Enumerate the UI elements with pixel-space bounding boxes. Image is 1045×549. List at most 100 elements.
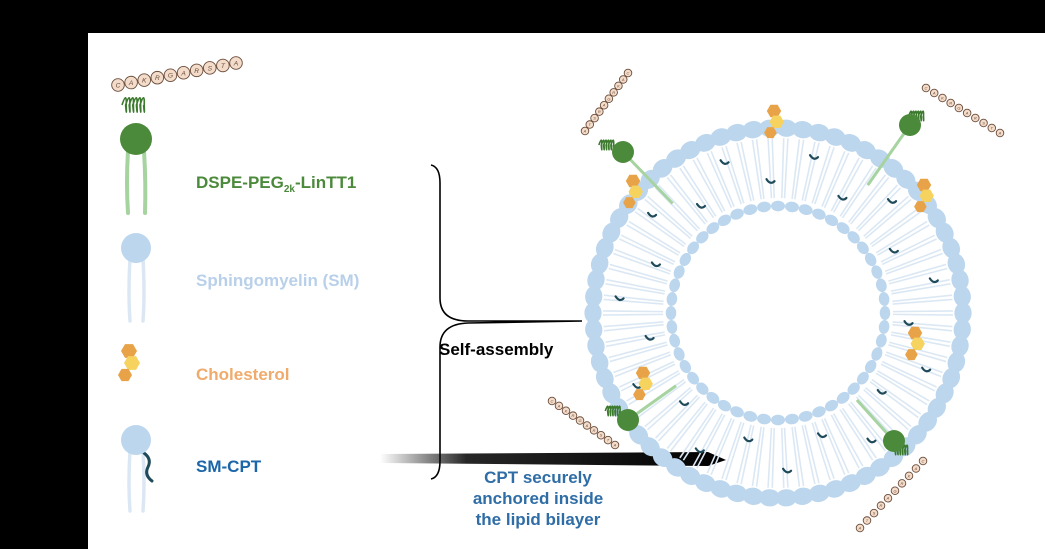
lipid-tail <box>783 427 789 488</box>
lipid-head <box>856 241 869 255</box>
lipid-tail <box>794 139 805 200</box>
peptide-residue: K <box>142 78 147 85</box>
lipid-tail <box>780 427 785 488</box>
lipid-tail <box>888 344 947 363</box>
lipid-tail <box>626 224 679 256</box>
lipid-head <box>856 371 869 385</box>
peptide-bead <box>876 501 886 510</box>
peptide-bead <box>911 464 921 473</box>
lipid-tail <box>850 176 890 225</box>
lipid-tail <box>658 396 701 442</box>
lipid-tail <box>603 310 664 313</box>
lipid-head <box>585 319 603 341</box>
lipid-head <box>710 128 732 146</box>
peptide-residue: A <box>914 466 918 471</box>
lipid-head <box>812 208 826 220</box>
lipid-tail <box>706 152 733 209</box>
lipid-tail <box>839 165 874 217</box>
lipid-head <box>775 489 797 507</box>
peptide-bead <box>137 73 151 87</box>
lipid-tail <box>791 139 801 199</box>
peptide-bead <box>575 416 585 425</box>
lipid-tail <box>814 421 835 480</box>
peptide-bead <box>176 66 191 80</box>
lipid-tail <box>885 351 943 374</box>
peptide-residue: R <box>974 116 977 121</box>
lipid-tail <box>794 426 805 487</box>
lipid-head <box>947 351 966 373</box>
lipid-head <box>706 391 720 404</box>
peptide-residue: A <box>621 77 625 82</box>
lipid-head <box>836 222 850 235</box>
lipid-head <box>717 399 732 412</box>
cholesterol-ring <box>633 389 646 401</box>
lipid-tail <box>141 257 146 323</box>
lipid-tail <box>682 165 717 217</box>
peptide-residue: R <box>194 68 199 75</box>
lipid-tail <box>614 248 672 273</box>
peptide-residue: A <box>613 443 617 448</box>
lipid-tail <box>710 150 735 208</box>
peptide-residue: C <box>116 83 121 90</box>
peptide-bead <box>946 98 955 108</box>
legend-label-sphingomyelin: Sphingomyelin (SM) <box>196 271 360 290</box>
cpt-molecule <box>743 436 754 443</box>
lipid-tail <box>823 417 850 474</box>
peptide-residue: A <box>998 131 1002 136</box>
lipid-tail <box>892 310 953 313</box>
lipid-tail <box>830 414 860 469</box>
lipid-head <box>812 406 826 418</box>
peptide-residue: C <box>925 86 928 91</box>
lipid-tail <box>621 150 674 205</box>
lipid-tail <box>888 263 947 282</box>
peptide-bead <box>599 100 609 110</box>
cpt-note-line: CPT securely <box>484 468 592 487</box>
lipid-tail <box>679 407 715 459</box>
lipid-tail <box>706 417 733 474</box>
peptide-residue: A <box>602 103 606 108</box>
lipid-tail <box>833 159 864 213</box>
lipid-tail <box>637 381 687 419</box>
lipid-tail <box>609 263 668 282</box>
lipid-head <box>771 200 785 212</box>
lipid-tail <box>864 387 912 428</box>
peptide-bead <box>568 411 578 420</box>
peg-coil <box>598 139 615 151</box>
lipid-head <box>864 359 877 374</box>
peptide-bead <box>929 88 939 98</box>
lipid-head <box>879 306 891 320</box>
cholesterol-ring <box>919 189 934 202</box>
peptide-bead <box>609 88 618 97</box>
peptide-residue: S <box>982 121 985 126</box>
lipid-head <box>121 425 151 455</box>
lipid-tail <box>830 157 860 212</box>
peptide-residue: K <box>941 96 944 101</box>
lipid-tail <box>875 220 928 254</box>
peptide-bead <box>589 426 599 435</box>
lipid-tail <box>647 195 693 237</box>
lipid-tail <box>637 207 687 245</box>
peptide-bead <box>921 83 931 93</box>
lipid-head <box>730 406 744 418</box>
lipid-head <box>595 367 614 389</box>
peptide-residue: R <box>880 503 883 508</box>
lipid-head <box>120 123 152 155</box>
cholesterol-ring <box>635 366 651 380</box>
lipid-tail <box>871 378 922 415</box>
peptide-bead <box>938 93 947 103</box>
peptide-residue: R <box>598 109 601 114</box>
lipid-tail <box>877 370 930 402</box>
lipid-head <box>587 269 605 291</box>
peptide-bead <box>596 430 606 440</box>
lipid-tail <box>863 195 909 237</box>
cholesterol-ring <box>905 349 918 361</box>
lipid-tail <box>127 257 132 323</box>
lipid-tail <box>880 234 936 263</box>
lipid-tail <box>603 313 664 316</box>
lipid-tail <box>850 401 890 450</box>
lipid-tail <box>669 403 709 452</box>
lipid-head <box>726 484 748 503</box>
lipid-head <box>759 489 781 507</box>
lipid-tail <box>606 334 666 348</box>
